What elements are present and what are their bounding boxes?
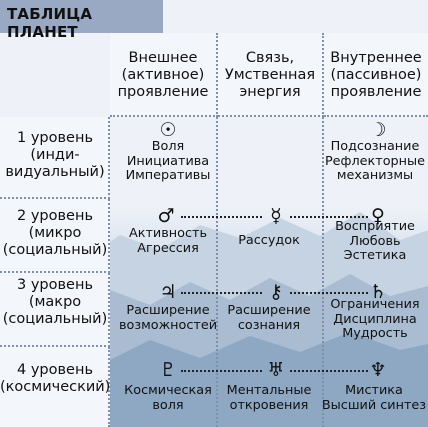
header-cell-passive <box>324 33 428 117</box>
level-label-1: 1 уровень (инди- видуальный) <box>5 130 105 180</box>
cell-l4-active: Космическая воля <box>124 383 212 413</box>
page-title: ТАБЛИЦА ПЛАНЕТ <box>7 5 93 41</box>
connector-line <box>181 216 262 218</box>
connector-line <box>290 370 368 372</box>
cell-l2-middle: Рассудок <box>238 233 300 248</box>
level-cell-2 <box>0 199 110 273</box>
cell-l1-passive: Подсознание Рефлекторные механизмы <box>324 139 426 183</box>
header-cell-middle <box>218 33 324 117</box>
connector-line <box>290 292 368 294</box>
cell-l4-middle: Ментальные откровения <box>226 383 312 413</box>
level-cell-1 <box>0 117 110 199</box>
pluto-icon: ♇ <box>159 359 177 381</box>
cell-l4-passive: Мистика Высший синтез <box>321 383 427 413</box>
venus-icon: ♀ <box>371 205 385 227</box>
column-divider <box>216 117 218 427</box>
cell-l2-active: Активность Агрессия <box>128 226 208 256</box>
level-label-2: 2 уровень (микро (социальный) <box>2 208 108 258</box>
column-divider <box>322 117 324 427</box>
column-header-middle: Связь, Умственная энергия <box>224 49 316 100</box>
column-header-active: Внешнее (активное) проявление <box>117 49 209 100</box>
connector-line <box>181 370 262 372</box>
level-label-3: 3 уровень (макро (социальный) <box>2 277 108 327</box>
level-label-4: 4 уровень (космический) <box>0 362 111 395</box>
moon-icon: ☽ <box>369 119 387 141</box>
page-title-bar: ТАБЛИЦА ПЛАНЕТ <box>0 0 163 41</box>
cell-l3-active: Расширение возможностей <box>118 303 218 333</box>
connector-line <box>181 292 262 294</box>
header-cell-active <box>110 33 218 117</box>
connector-line <box>290 216 368 218</box>
cell-l2-passive: Восприятие Любовь Эстетика <box>335 219 415 263</box>
saturn-icon: ♄ <box>369 281 387 303</box>
mars-icon: ♂ <box>157 205 175 227</box>
jupiter-icon: ♃ <box>159 281 177 303</box>
column-header-passive: Внутреннее (пассивное) проявление <box>330 49 422 100</box>
level-cell-3 <box>0 273 110 347</box>
sun-icon: ☉ <box>159 119 177 141</box>
cell-l3-middle: Расширение сознания <box>227 303 311 333</box>
level-cell-4 <box>0 347 110 427</box>
cell-l3-passive: Ограничения Дисциплина Мудрость <box>330 297 420 341</box>
neptune-icon: ♆ <box>369 359 387 381</box>
uranus-icon: ♅ <box>267 359 285 381</box>
chiron-icon: ⚷ <box>269 281 283 303</box>
mercury-icon: ☿ <box>270 205 282 227</box>
cell-l1-active: Воля Инициатива Императивы <box>125 139 211 183</box>
